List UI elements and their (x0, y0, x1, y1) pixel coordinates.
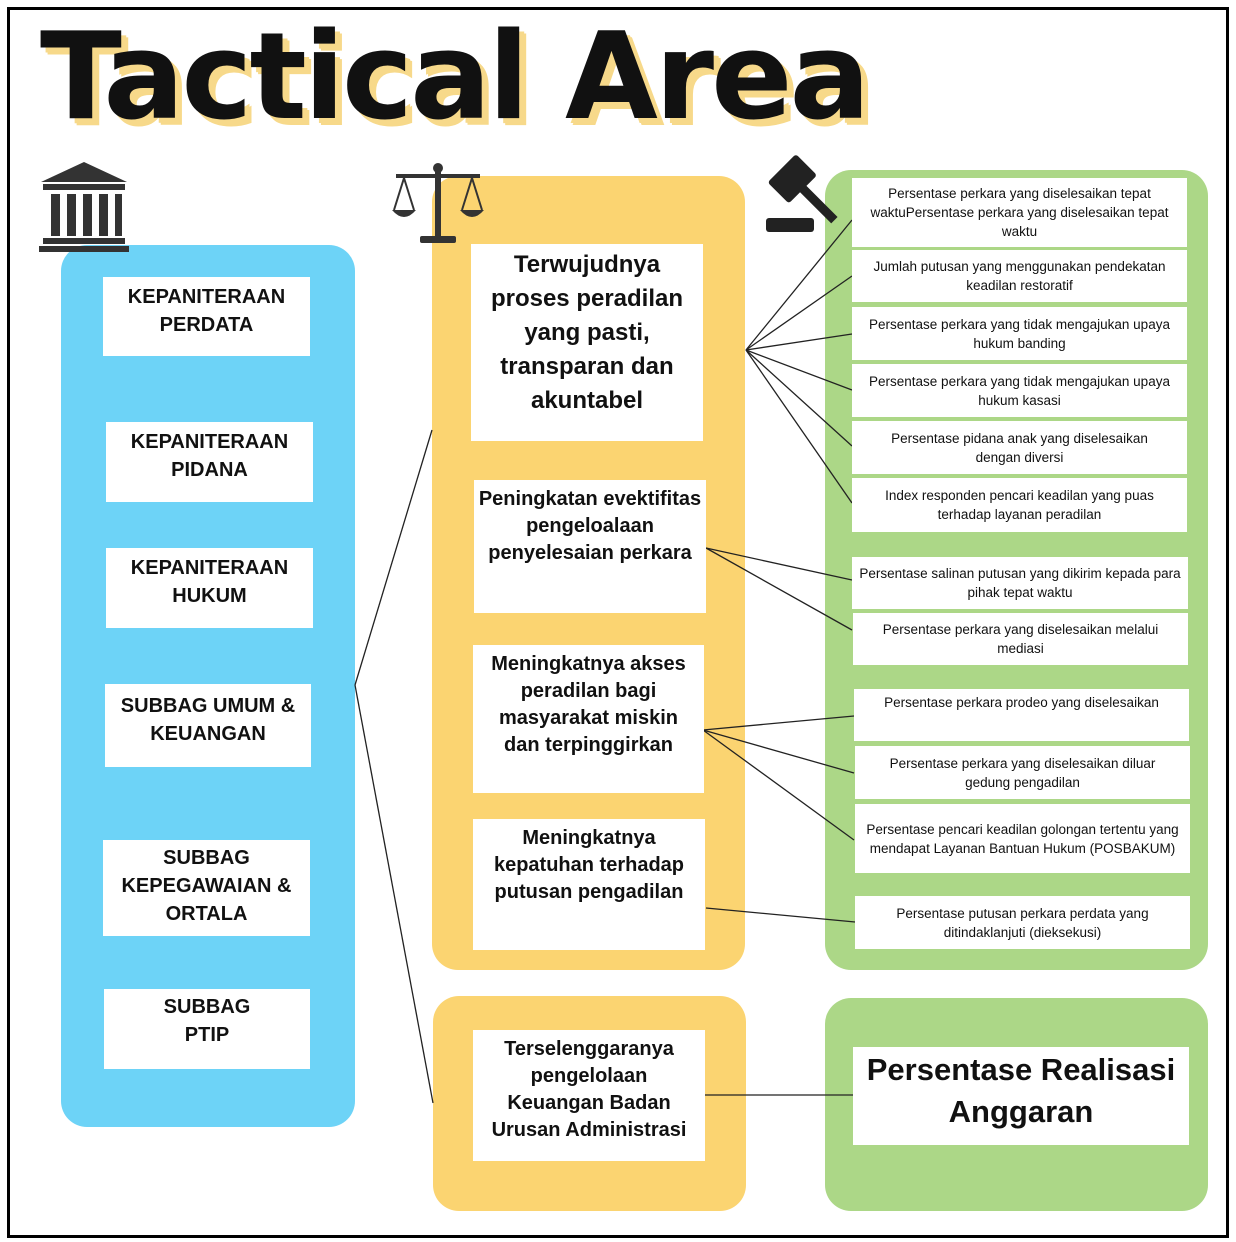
gavel-icon (766, 155, 838, 232)
goal-box-proses-peradilan: Terwujudnya proses peradilan yang pasti,… (471, 244, 703, 441)
connector-line (705, 907, 856, 923)
connector-line (702, 715, 855, 731)
connector-line (705, 547, 853, 581)
indicator-box: Persentase pencari keadilan golongan ter… (855, 804, 1190, 873)
indicator-box: Persentase perkara yang diselesaikan mel… (853, 613, 1188, 665)
indicator-box: Jumlah putusan yang menggunakan pendekat… (852, 250, 1187, 302)
unit-box-subbag-ptip: SUBBAG PTIP (104, 989, 310, 1069)
connector-line (745, 275, 853, 351)
connector-line (354, 684, 434, 1104)
indicator-box: Persentase salinan putusan yang dikirim … (852, 557, 1188, 609)
indicator-box: Persentase perkara yang tidak mengajukan… (852, 307, 1187, 360)
connector-line (745, 349, 853, 447)
page-title: Tactical Area (40, 8, 870, 147)
unit-box-subbag-kepegawaian-ortala: SUBBAG KEPEGAWAIAN & ORTALA (103, 840, 310, 936)
indicator-box: Persentase putusan perkara perdata yang … (855, 896, 1190, 949)
goal-box-kepatuhan-putusan: Meningkatnya kepatuhan terhadap putusan … (473, 819, 705, 950)
indicator-box: Persentase perkara yang diselesaikan dil… (855, 746, 1190, 799)
unit-box-kepaniteraan-perdata: KEPANITERAAN PERDATA (103, 277, 310, 356)
budget-indicator-box: Persentase Realisasi Anggaran (853, 1047, 1189, 1145)
courthouse-icon (39, 162, 129, 252)
connector-line (745, 349, 853, 504)
unit-box-subbag-umum-keuangan: SUBBAG UMUM & KEUANGAN (105, 684, 311, 767)
indicator-box: Persentase perkara prodeo yang diselesai… (854, 689, 1189, 741)
connector-line (354, 429, 433, 686)
connector-line (745, 219, 853, 351)
indicator-box: Persentase perkara yang diselesaikan tep… (852, 178, 1187, 247)
connector-line (745, 333, 853, 351)
goal-box-pengelolaan-keuangan: Terselenggaranya pengelolaan Keuangan Ba… (473, 1030, 705, 1161)
connector-line (705, 547, 853, 631)
connector-line (745, 349, 853, 391)
indicator-box: Persentase perkara yang tidak mengajukan… (852, 364, 1187, 417)
goal-box-penyelesaian-perkara: Peningkatan evektifitas pengeloalaan pen… (474, 480, 706, 613)
goal-box-akses-peradilan: Meningkatnya akses peradilan bagi masyar… (473, 645, 704, 793)
unit-box-kepaniteraan-hukum: KEPANITERAAN HUKUM (106, 548, 313, 628)
scales-of-justice-icon (392, 163, 484, 243)
connector-line (702, 729, 855, 841)
connector-line (702, 729, 855, 774)
unit-box-kepaniteraan-pidana: KEPANITERAAN PIDANA (106, 422, 313, 502)
indicator-box: Persentase pidana anak yang diselesaikan… (852, 421, 1187, 474)
indicator-box: Index responden pencari keadilan yang pu… (852, 478, 1187, 532)
